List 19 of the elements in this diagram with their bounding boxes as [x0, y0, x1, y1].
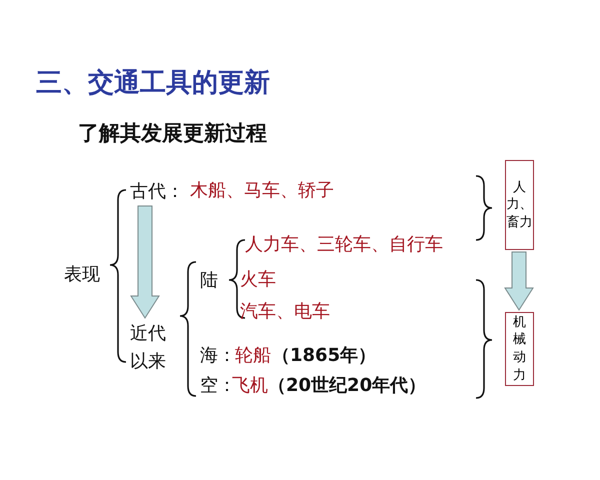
example-text: 汽车、电车: [240, 301, 330, 323]
era-label: 古代：: [130, 178, 186, 204]
era-label: 近代以来: [130, 320, 170, 378]
date-text: （1865年）: [272, 345, 376, 367]
power-box: 机械动力: [505, 312, 534, 386]
example-text: 轮船: [235, 345, 271, 367]
example-text: 火车: [240, 269, 276, 291]
date-text: （20世纪20年代）: [268, 375, 426, 397]
example-text: 人力车、三轮车、自行车: [245, 234, 443, 256]
title: 三、交通工具的更新: [36, 68, 270, 100]
category-label: 海：: [200, 345, 236, 367]
subtitle: 了解其发展更新过程: [78, 121, 267, 146]
power-box: 人力、畜力: [505, 160, 534, 250]
block-arrow: [504, 252, 534, 311]
category-label: 表现: [64, 264, 100, 286]
category-label: 陆: [200, 270, 218, 292]
block-arrow: [130, 206, 160, 319]
example-text: 木船、马车、轿子: [190, 180, 334, 202]
example-text: 飞机: [232, 375, 268, 397]
